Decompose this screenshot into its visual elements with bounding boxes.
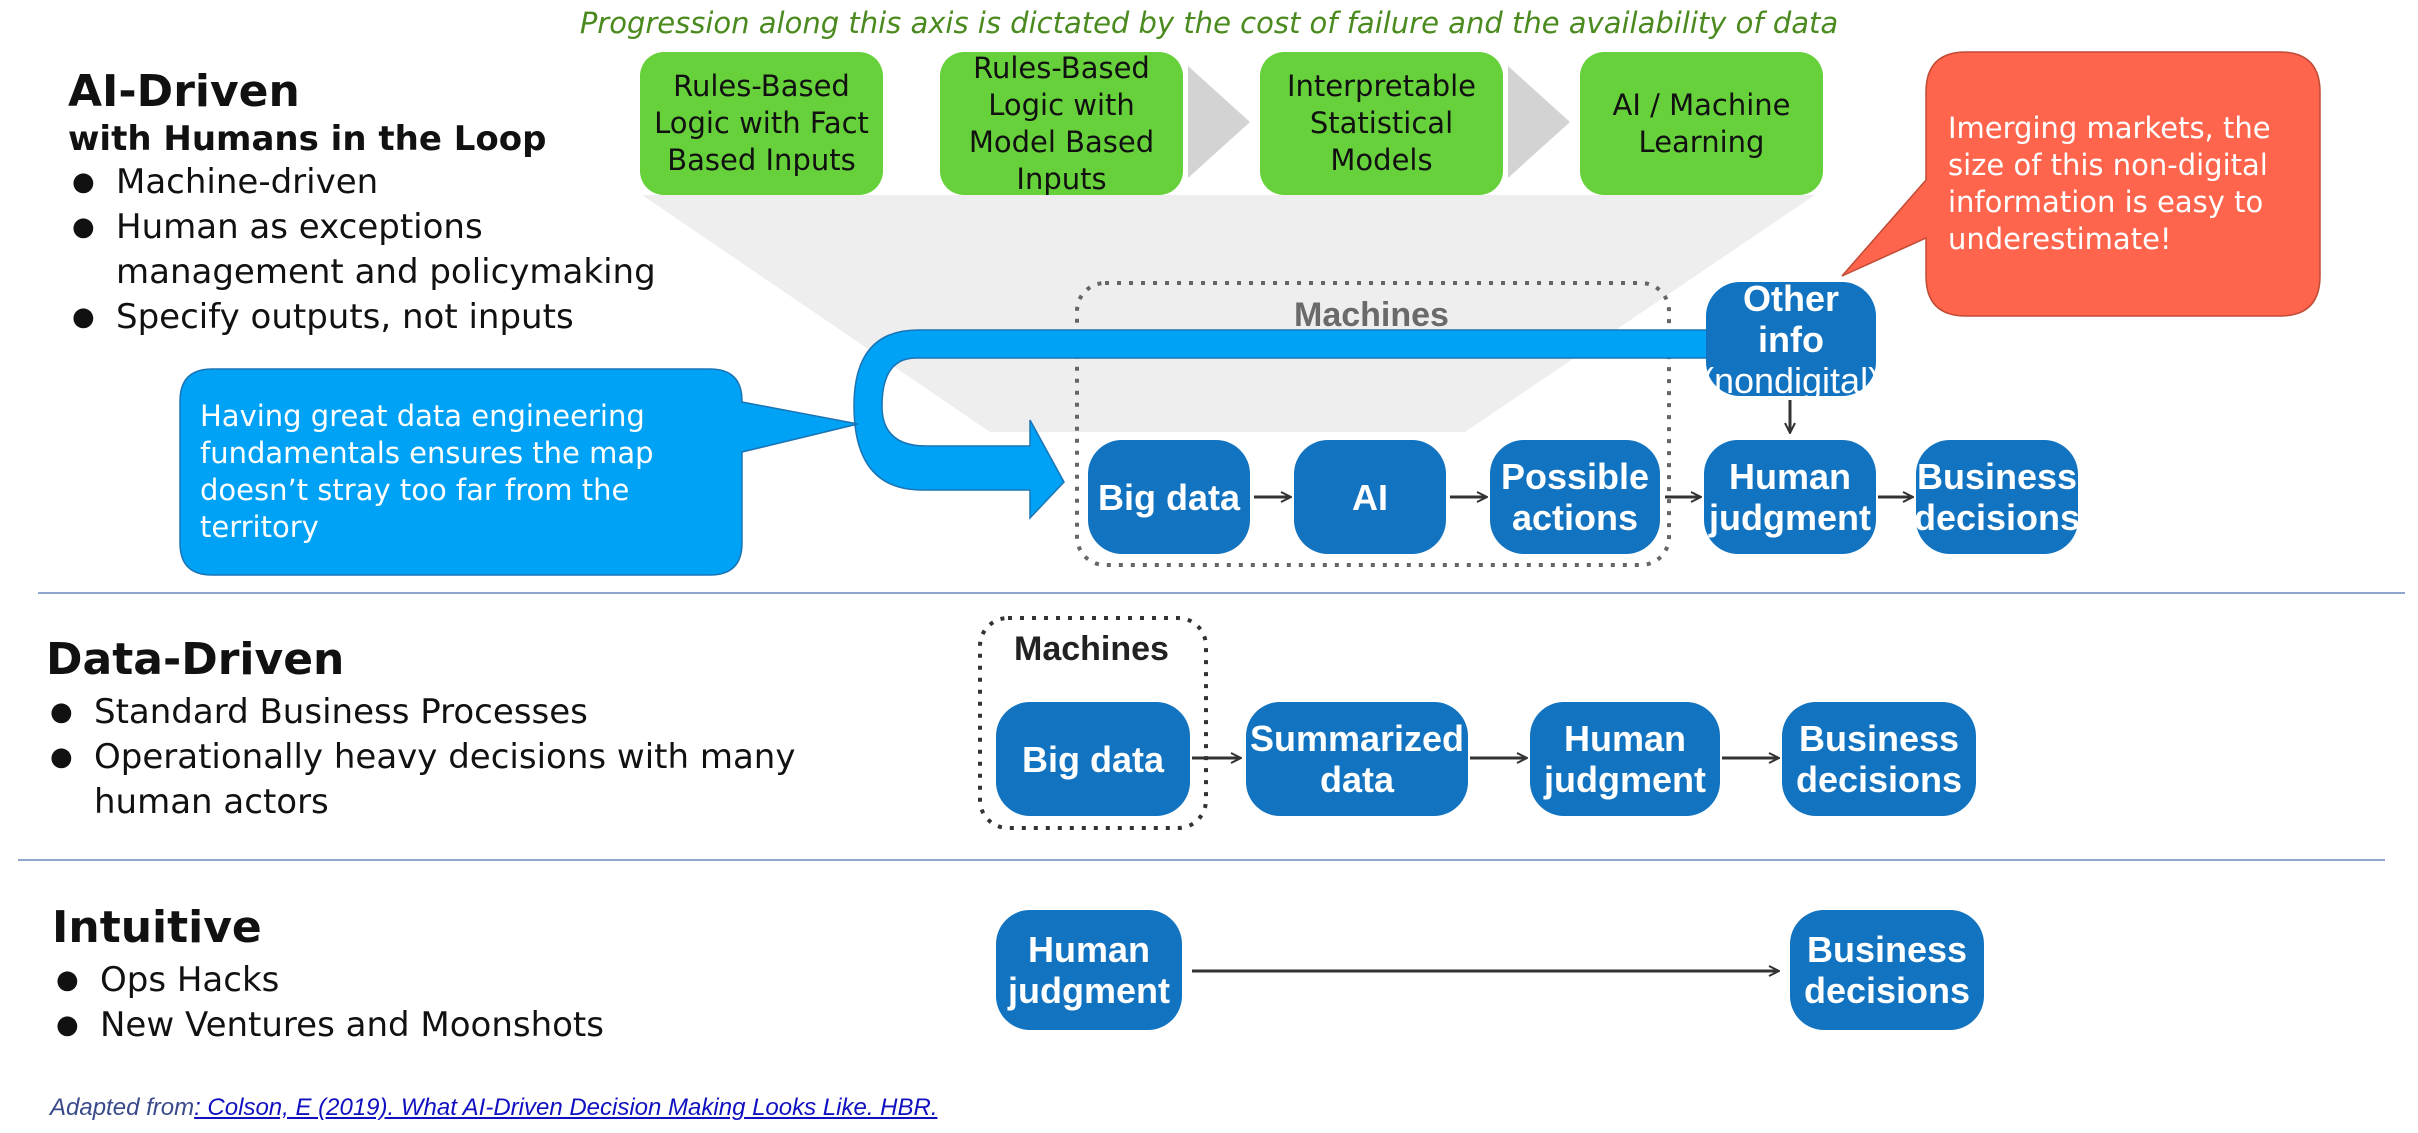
- progression-box-ai-ml: AI / Machine Learning: [1580, 52, 1823, 195]
- node-business-decisions: Business decisions: [1782, 702, 1976, 816]
- bullet-item: Machine-driven: [68, 160, 688, 205]
- machines-label: Machines: [1294, 296, 1449, 334]
- callout-blue-shape: [179, 368, 859, 576]
- bullet-list: Machine-driven Human as exceptions manag…: [68, 160, 688, 340]
- footer-prefix: Adapted from: [50, 1094, 195, 1121]
- bullet-list: Standard Business Processes Operationall…: [46, 690, 806, 825]
- callout-red-text: Imerging markets, the size of this non-d…: [1948, 111, 2271, 256]
- section-ai-driven: AI-Driven with Humans in the Loop Machin…: [68, 66, 688, 340]
- bullet-item: New Ventures and Moonshots: [52, 1003, 672, 1048]
- chevron-right-icon: [1188, 66, 1250, 178]
- progression-box-rules-model: Rules-Based Logic with Model Based Input…: [940, 51, 1183, 196]
- progression-subtitle: Progression along this axis is dictated …: [579, 6, 1839, 40]
- node-business-decisions: Business decisions: [1790, 910, 1984, 1030]
- progression-box-statistical: Interpretable Statistical Models: [1260, 52, 1503, 195]
- node-possible-actions: Possible actions: [1490, 440, 1660, 554]
- callout-blue-text: Having great data engineering fundamenta…: [200, 399, 654, 544]
- progression-funnel: [642, 195, 1815, 432]
- bullet-item: Specify outputs, not inputs: [68, 295, 688, 340]
- node-other-info: Other info (nondigital): [1702, 278, 1880, 401]
- callout-red-shape: [1841, 51, 2321, 317]
- section-title: AI-Driven: [68, 66, 300, 117]
- bullet-item: Human as exceptions management and polic…: [68, 205, 688, 295]
- section-subtitle: with Humans in the Loop: [68, 119, 547, 159]
- node-human-judgment: Human judgment: [1704, 440, 1876, 554]
- feedback-arrow-shape: [853, 329, 1713, 520]
- section-intuitive: Intuitive Ops Hacks New Ventures and Moo…: [52, 902, 672, 1048]
- bullet-item: Ops Hacks: [52, 958, 672, 1003]
- bullet-list: Ops Hacks New Ventures and Moonshots: [52, 958, 672, 1048]
- section-data-driven: Data-Driven Standard Business Processes …: [46, 634, 806, 825]
- machines-boundary: [978, 616, 1208, 830]
- footer-citation: Adapted from: Colson, E (2019). What AI-…: [50, 1094, 938, 1122]
- node-business-decisions: Business decisions: [1914, 440, 2080, 554]
- node-big-data: Big data: [1088, 440, 1250, 554]
- section-title: Intuitive: [52, 902, 262, 953]
- node-big-data: Big data: [996, 702, 1190, 816]
- bullet-item: Operationally heavy decisions with many …: [46, 735, 806, 825]
- citation-link[interactable]: : Colson, E (2019). What AI-Driven Decis…: [194, 1094, 938, 1121]
- chevron-right-icon: [1508, 66, 1570, 178]
- section-title: Data-Driven: [46, 634, 345, 685]
- node-summarized-data: Summarized data: [1246, 702, 1468, 816]
- machines-boundary: [1075, 281, 1671, 567]
- bullet-item: Standard Business Processes: [46, 690, 806, 735]
- node-human-judgment: Human judgment: [1530, 702, 1720, 816]
- other-info-sublabel: (nondigital): [1701, 359, 1881, 401]
- machines-label: Machines: [1014, 630, 1169, 668]
- node-human-judgment: Human judgment: [996, 910, 1182, 1030]
- node-ai: AI: [1294, 440, 1446, 554]
- other-info-label: Other info: [1742, 277, 1839, 360]
- progression-box-rules-fact: Rules-Based Logic with Fact Based Inputs: [640, 52, 883, 195]
